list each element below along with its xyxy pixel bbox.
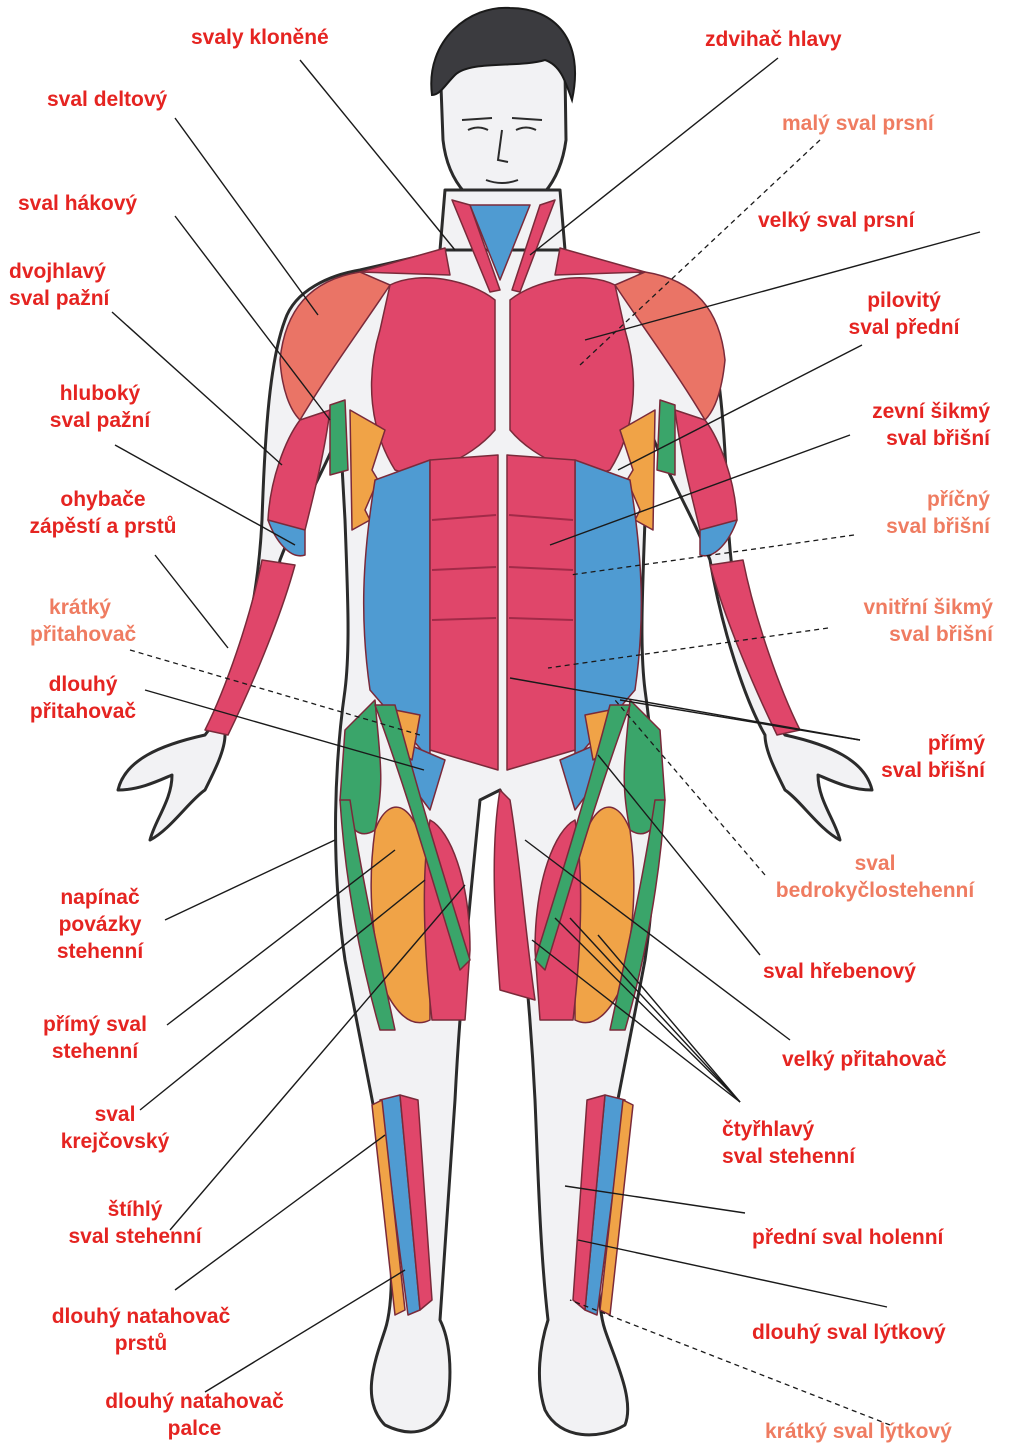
label-dlouhy-natahovac-prstu: dlouhý natahovač prstů bbox=[36, 1303, 246, 1357]
label-maly-sval-prsni: malý sval prsní bbox=[782, 110, 934, 137]
label-kratky-pritahovac: krátký přitahovač bbox=[30, 594, 130, 648]
label-sval-bedrokyclostehenni: sval bedrokyčlostehenní bbox=[745, 850, 1005, 904]
label-velky-pritahovac: velký přitahovač bbox=[782, 1046, 947, 1073]
label-pilovity-sval-predni: pilovitý sval přední bbox=[829, 287, 979, 341]
label-dlouhy-sval-lytkovy: dlouhý sval lýtkový bbox=[752, 1319, 946, 1346]
label-primy-sval-brisni: přímý sval břišní bbox=[845, 730, 985, 784]
label-kratky-sval-lytkovy: krátký sval lýtkový bbox=[765, 1418, 952, 1445]
label-zevni-sikmy-sval-brisni: zevní šikmý sval břišní bbox=[815, 398, 990, 452]
label-dvojhlavy-sval-pazni: dvojhlavý sval pažní bbox=[9, 258, 109, 312]
label-sval-deltovy: sval deltový bbox=[47, 86, 167, 113]
label-dlouhy-pritahovac: dlouhý přitahovač bbox=[18, 671, 148, 725]
label-stihly-sval-stehenni: štíhlý sval stehenní bbox=[50, 1196, 220, 1250]
label-svaly-klonene: svaly kloněné bbox=[191, 24, 329, 51]
label-sval-krejcovsky: sval krejčovský bbox=[60, 1101, 170, 1155]
label-primy-sval-stehenni: přímý sval stehenní bbox=[20, 1011, 170, 1065]
label-ctyrhlavy-sval-stehenni: čtyřhlavý sval stehenní bbox=[722, 1116, 855, 1170]
label-sval-hrebenovy: sval hřebenový bbox=[763, 958, 916, 985]
label-sval-hakovy: sval hákový bbox=[18, 190, 137, 217]
label-pricny-sval-brisni: příčný sval břišní bbox=[840, 486, 990, 540]
label-predni-sval-holenni: přední sval holenní bbox=[752, 1224, 943, 1251]
label-zdvihac-hlavy: zdvihač hlavy bbox=[705, 26, 842, 53]
label-dlouhy-natahovac-palce: dlouhý natahovač palce bbox=[82, 1388, 307, 1442]
label-velky-sval-prsni: velký sval prsní bbox=[758, 207, 914, 234]
label-napinac-povazky-stehenni: napínač povázky stehenní bbox=[40, 884, 160, 965]
label-hluboky-sval-pazni: hluboký sval pažní bbox=[30, 380, 170, 434]
label-vnitrni-sikmy-sval-brisni: vnitřní šikmý sval břišní bbox=[815, 594, 993, 648]
label-ohybace-zapesti-a-prstu: ohybače zápěstí a prstů bbox=[3, 486, 203, 540]
